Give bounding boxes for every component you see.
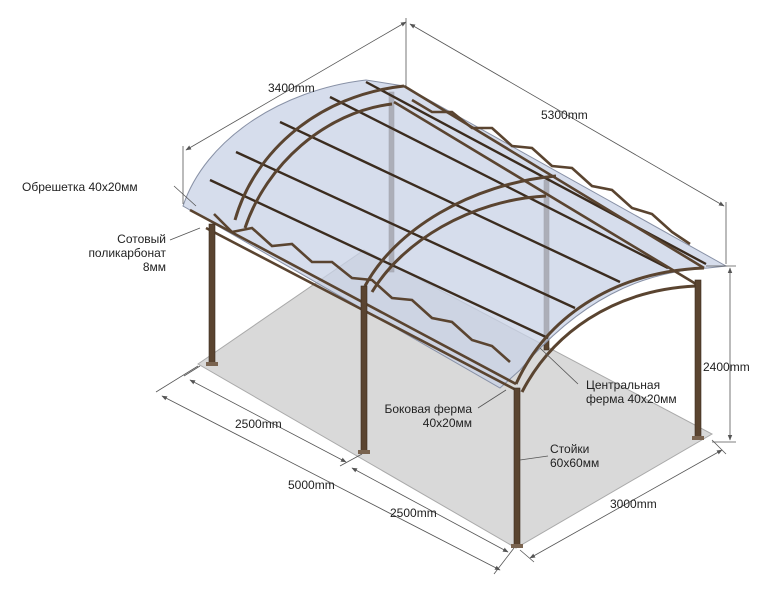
front-arch-truss [514,266,705,393]
callout-posts-line-1: Стойки [550,442,590,456]
dim-length-base: 5000mm [288,478,335,492]
callout-posts-line-2: 60х60мм [550,456,600,470]
dim-half-length-2: 2500mm [390,506,437,520]
dimension-lines [155,18,736,575]
callout-central-truss-line-2: ферма 40х20мм [586,392,677,406]
callout-polycarbonate-line-1: Сотовый [117,232,166,246]
callout-leaders [169,185,579,461]
callout-central-truss-line-1: Центральная [586,378,661,392]
callout-side-truss: Боковая ферма 40х20мм [368,402,473,430]
dim-width-top: 3400mm [268,81,315,95]
dim-width-base: 3000mm [610,497,657,511]
callout-side-truss-line-2: 40х20мм [422,416,472,430]
dim-half-length-1: 2500mm [235,417,282,431]
callout-posts: Стойки 60х60мм [550,442,599,470]
dim-length-top: 5300mm [541,108,588,122]
dim-height: 2400mm [703,360,750,374]
callout-lathing: Обрешетка 40х20мм [22,180,138,194]
callout-side-truss-line-1: Боковая ферма [384,402,473,416]
callout-polycarbonate: Сотовый поликарбонат 8мм [70,232,166,274]
callout-polycarbonate-line-3: 8мм [142,260,166,274]
callout-polycarbonate-line-2: поликарбонат [88,246,166,260]
callout-central-truss: Центральная ферма 40х20мм [586,378,677,406]
